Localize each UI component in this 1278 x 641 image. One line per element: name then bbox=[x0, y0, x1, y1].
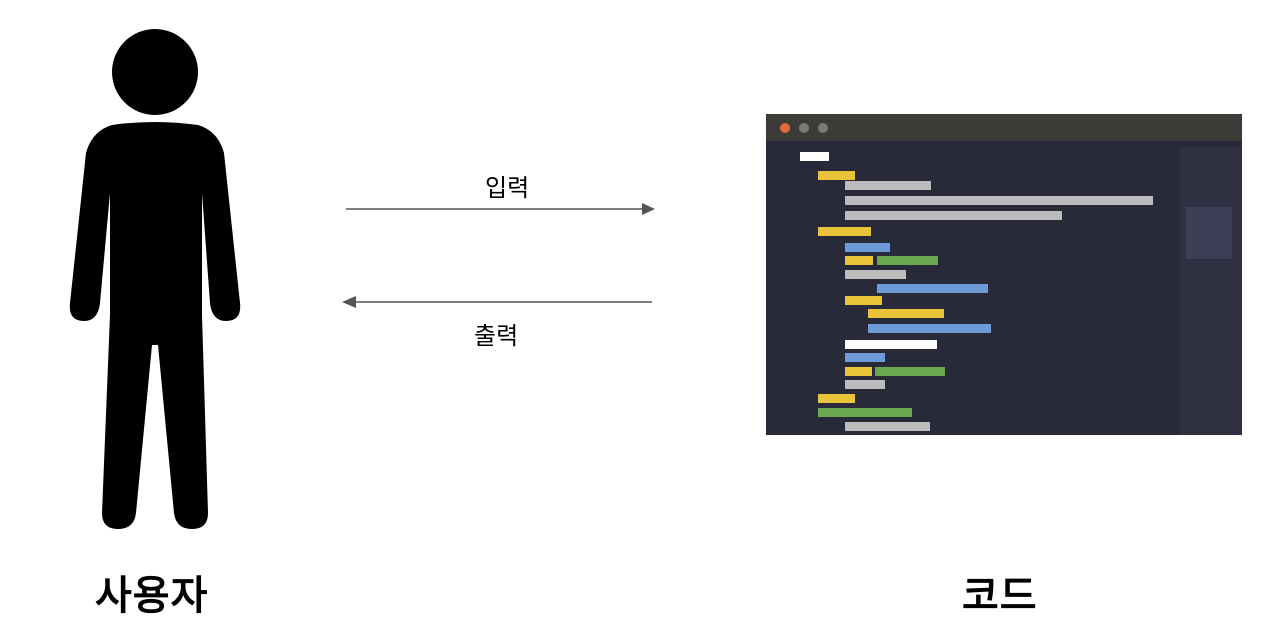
window-maximize-dot bbox=[818, 123, 828, 133]
code-line-bar bbox=[845, 353, 885, 362]
editor-titlebar bbox=[766, 114, 1242, 141]
minimap-thumb bbox=[1186, 207, 1232, 259]
code-line-bar bbox=[845, 196, 1153, 205]
code-line-bar bbox=[845, 340, 937, 349]
code-line-bar bbox=[845, 422, 930, 431]
person-icon bbox=[69, 29, 241, 529]
code-line-bar bbox=[868, 324, 991, 333]
code-line-bar bbox=[845, 256, 873, 265]
window-close-dot bbox=[780, 123, 790, 133]
window-minimize-dot bbox=[799, 123, 809, 133]
code-line-bar bbox=[845, 181, 931, 190]
code-line-bar bbox=[845, 243, 890, 252]
output-label: 출력 bbox=[474, 322, 519, 350]
code-line-bar bbox=[845, 296, 882, 305]
output-arrow bbox=[342, 296, 652, 308]
code-line-bar bbox=[818, 227, 871, 236]
user-label: 사용자 bbox=[95, 573, 209, 619]
code-line-bar bbox=[845, 270, 906, 279]
code-line-bar bbox=[818, 171, 855, 180]
code-line-bar bbox=[845, 380, 885, 389]
code-line-bar bbox=[868, 309, 944, 318]
code-line-bar bbox=[818, 408, 912, 417]
input-label: 입력 bbox=[485, 174, 530, 202]
code-line-bar bbox=[845, 211, 1062, 220]
code-line-bar bbox=[845, 367, 872, 376]
editor-minimap bbox=[1180, 147, 1242, 435]
code-line-bar bbox=[818, 394, 855, 403]
code-editor-image bbox=[766, 114, 1242, 435]
code-line-bar bbox=[800, 152, 829, 161]
code-line-bar bbox=[877, 256, 938, 265]
code-label: 코드 bbox=[962, 573, 1038, 619]
input-arrow bbox=[346, 203, 655, 215]
code-line-bar bbox=[875, 367, 945, 376]
code-line-bar bbox=[877, 284, 988, 293]
